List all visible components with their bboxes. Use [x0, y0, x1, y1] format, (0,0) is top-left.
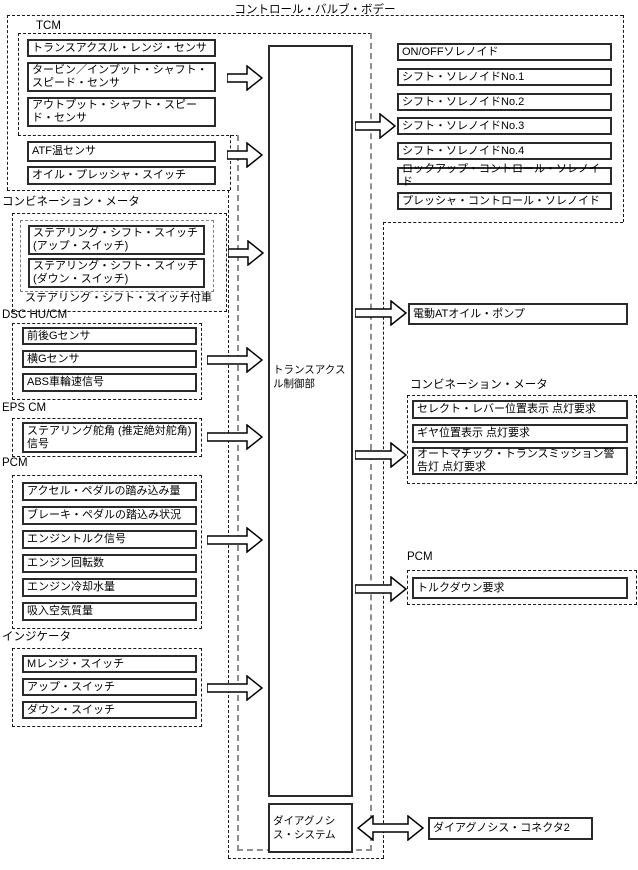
transaxle-control-unit-box: トランスアクスル制御部 [268, 45, 353, 797]
on-off-solenoid-box: ON/OFFソレノイド [397, 43, 612, 61]
steering-shift-switch-up-box: ステアリング・シフト・スイッチ(アップ・スイッチ) [28, 225, 205, 255]
pcm-right-label: PCM [407, 551, 433, 563]
arrow-speed-sensors-to-control [227, 65, 263, 91]
diagnosis-system-box: ダイアグノシス・システム [268, 803, 353, 853]
down-switch-box: ダウン・スイッチ [22, 701, 197, 719]
transaxle-control-unit-text: トランスアクスル制御部 [273, 364, 346, 390]
transaxle-range-sensor-box: トランスアクスル・レンジ・センサ [27, 39, 216, 57]
engine-torque-signal-box: エンジントルク信号 [22, 530, 197, 549]
shift-solenoid-3-box: シフト・ソレノイドNo.3 [397, 117, 612, 135]
cvb-border-bottom [228, 858, 384, 859]
pcm-left-group [12, 475, 202, 629]
engine-rpm-box: エンジン回転数 [22, 554, 197, 573]
shift-solenoid-1-box: シフト・ソレノイドNo.1 [397, 68, 612, 86]
lateral-g-sensor-box: 横Gセンサ [22, 350, 197, 368]
tcm-inner-border-left [237, 135, 239, 851]
gear-position-display-request-box: ギヤ位置表示 点灯要求 [412, 424, 628, 443]
torque-down-request-box: トルクダウン要求 [412, 577, 628, 599]
combo-meter-right-group [407, 395, 637, 484]
atf-temp-sensor-box: ATF温センサ [27, 141, 216, 162]
arrow-hydraulic-sensors-to-control [227, 142, 263, 168]
tcm-border-left [18, 33, 19, 135]
diagnosis-connector-box: ダイアグノシス・コネクタ2 [428, 817, 593, 840]
arrow-control-to-solenoids [355, 113, 396, 139]
arrow-indicator-to-control [207, 675, 263, 701]
diagnosis-system-text: ダイアグノシス・システム [273, 815, 336, 841]
steering-angle-signal-box: ステアリング舵角 (推定絶対舵角)信号 [22, 422, 197, 453]
cvb-column-right [383, 222, 384, 858]
dsc-label: DSC HU/CM [2, 309, 68, 321]
steering-shift-switch-note: ステアリング・シフト・スイッチ付車 [25, 292, 212, 304]
electric-at-oil-pump-box: 電動ATオイル・ポンプ [408, 303, 628, 325]
accel-pedal-amount-box: アクセル・ペダルの踏み込み量 [22, 482, 197, 501]
shift-solenoid-2-box: シフト・ソレノイドNo.2 [397, 93, 612, 111]
brake-pedal-state-box: ブレーキ・ペダルの踏込み状況 [22, 506, 197, 525]
cvb-border-top [7, 15, 623, 16]
pcm-left-label: PCM [2, 457, 28, 469]
eps-label: EPS CM [2, 402, 47, 414]
tcm-label: TCM [36, 20, 61, 32]
diagram-title: コントロール・バルブ・ボデー [234, 4, 396, 16]
arrow-diagnosis-bidirectional [357, 815, 424, 841]
cvb-pocket-bottom [7, 190, 230, 191]
m-range-switch-box: Mレンジ・スイッチ [22, 655, 197, 673]
engine-coolant-box: エンジン冷却水量 [22, 578, 197, 597]
oil-pressure-switch-box: オイル・プレッシャ・スイッチ [27, 166, 216, 185]
longitudinal-g-sensor-box: 前後Gセンサ [22, 327, 197, 345]
cvb-border-right [623, 15, 624, 222]
arrow-steering-switches-to-control [228, 240, 264, 266]
tcm-inner-border-right [370, 33, 372, 851]
eps-group [12, 418, 202, 457]
arrow-control-to-pcm [355, 576, 407, 602]
combo-meter-right-label: コンビネーション・メータ [410, 379, 548, 391]
pcm-right-group [407, 570, 637, 605]
abs-wheel-speed-box: ABS車輪速信号 [22, 373, 197, 392]
cvb-column-left [228, 190, 229, 858]
indicator-group [12, 648, 202, 727]
tcm-sensor-group-bottom [18, 135, 239, 136]
arrow-dsc-to-control [207, 347, 263, 373]
pressure-control-solenoid-box: プレッシャ・コントロール・ソレノイド [397, 192, 612, 210]
arrow-control-to-oil-pump [355, 300, 407, 326]
output-shaft-speed-sensor-box: アウトプット・シャフト・スピード・センサ [27, 97, 216, 127]
select-lever-display-request-box: セレクト・レバー位置表示 点灯要求 [412, 400, 628, 419]
dsc-group [12, 323, 202, 400]
arrow-pcm-to-control [207, 527, 263, 553]
arrow-eps-to-control [207, 424, 263, 450]
cvb-border-solenoid-bottom [383, 222, 623, 223]
shift-solenoid-4-box: シフト・ソレノイドNo.4 [397, 142, 612, 160]
combo-meter-left-group [12, 213, 227, 312]
tcm-border-top [18, 33, 371, 34]
intake-air-mass-box: 吸入空気質量 [22, 602, 197, 621]
lockup-control-solenoid-box: ロックアップ・コントロール・ソレノイド [397, 163, 612, 188]
steering-shift-switch-down-box: ステアリング・シフト・スイッチ(ダウン・スイッチ) [28, 258, 205, 288]
indicator-label: インジケータ [2, 631, 71, 643]
turbine-input-shaft-speed-sensor-box: タービン／インプット・シャフト・スピード・センサ [27, 62, 216, 92]
arrow-control-to-combo-meter [355, 442, 407, 468]
cvb-border-left [7, 15, 8, 190]
up-switch-box: アップ・スイッチ [22, 678, 197, 696]
combo-meter-left-label: コンビネーション・メータ [2, 196, 140, 208]
at-warning-light-request-box: オートマチック・トランスミッション警告灯 点灯要求 [412, 447, 628, 475]
steering-shift-switch-group [20, 220, 214, 292]
cvb-pocket-right [230, 135, 231, 190]
